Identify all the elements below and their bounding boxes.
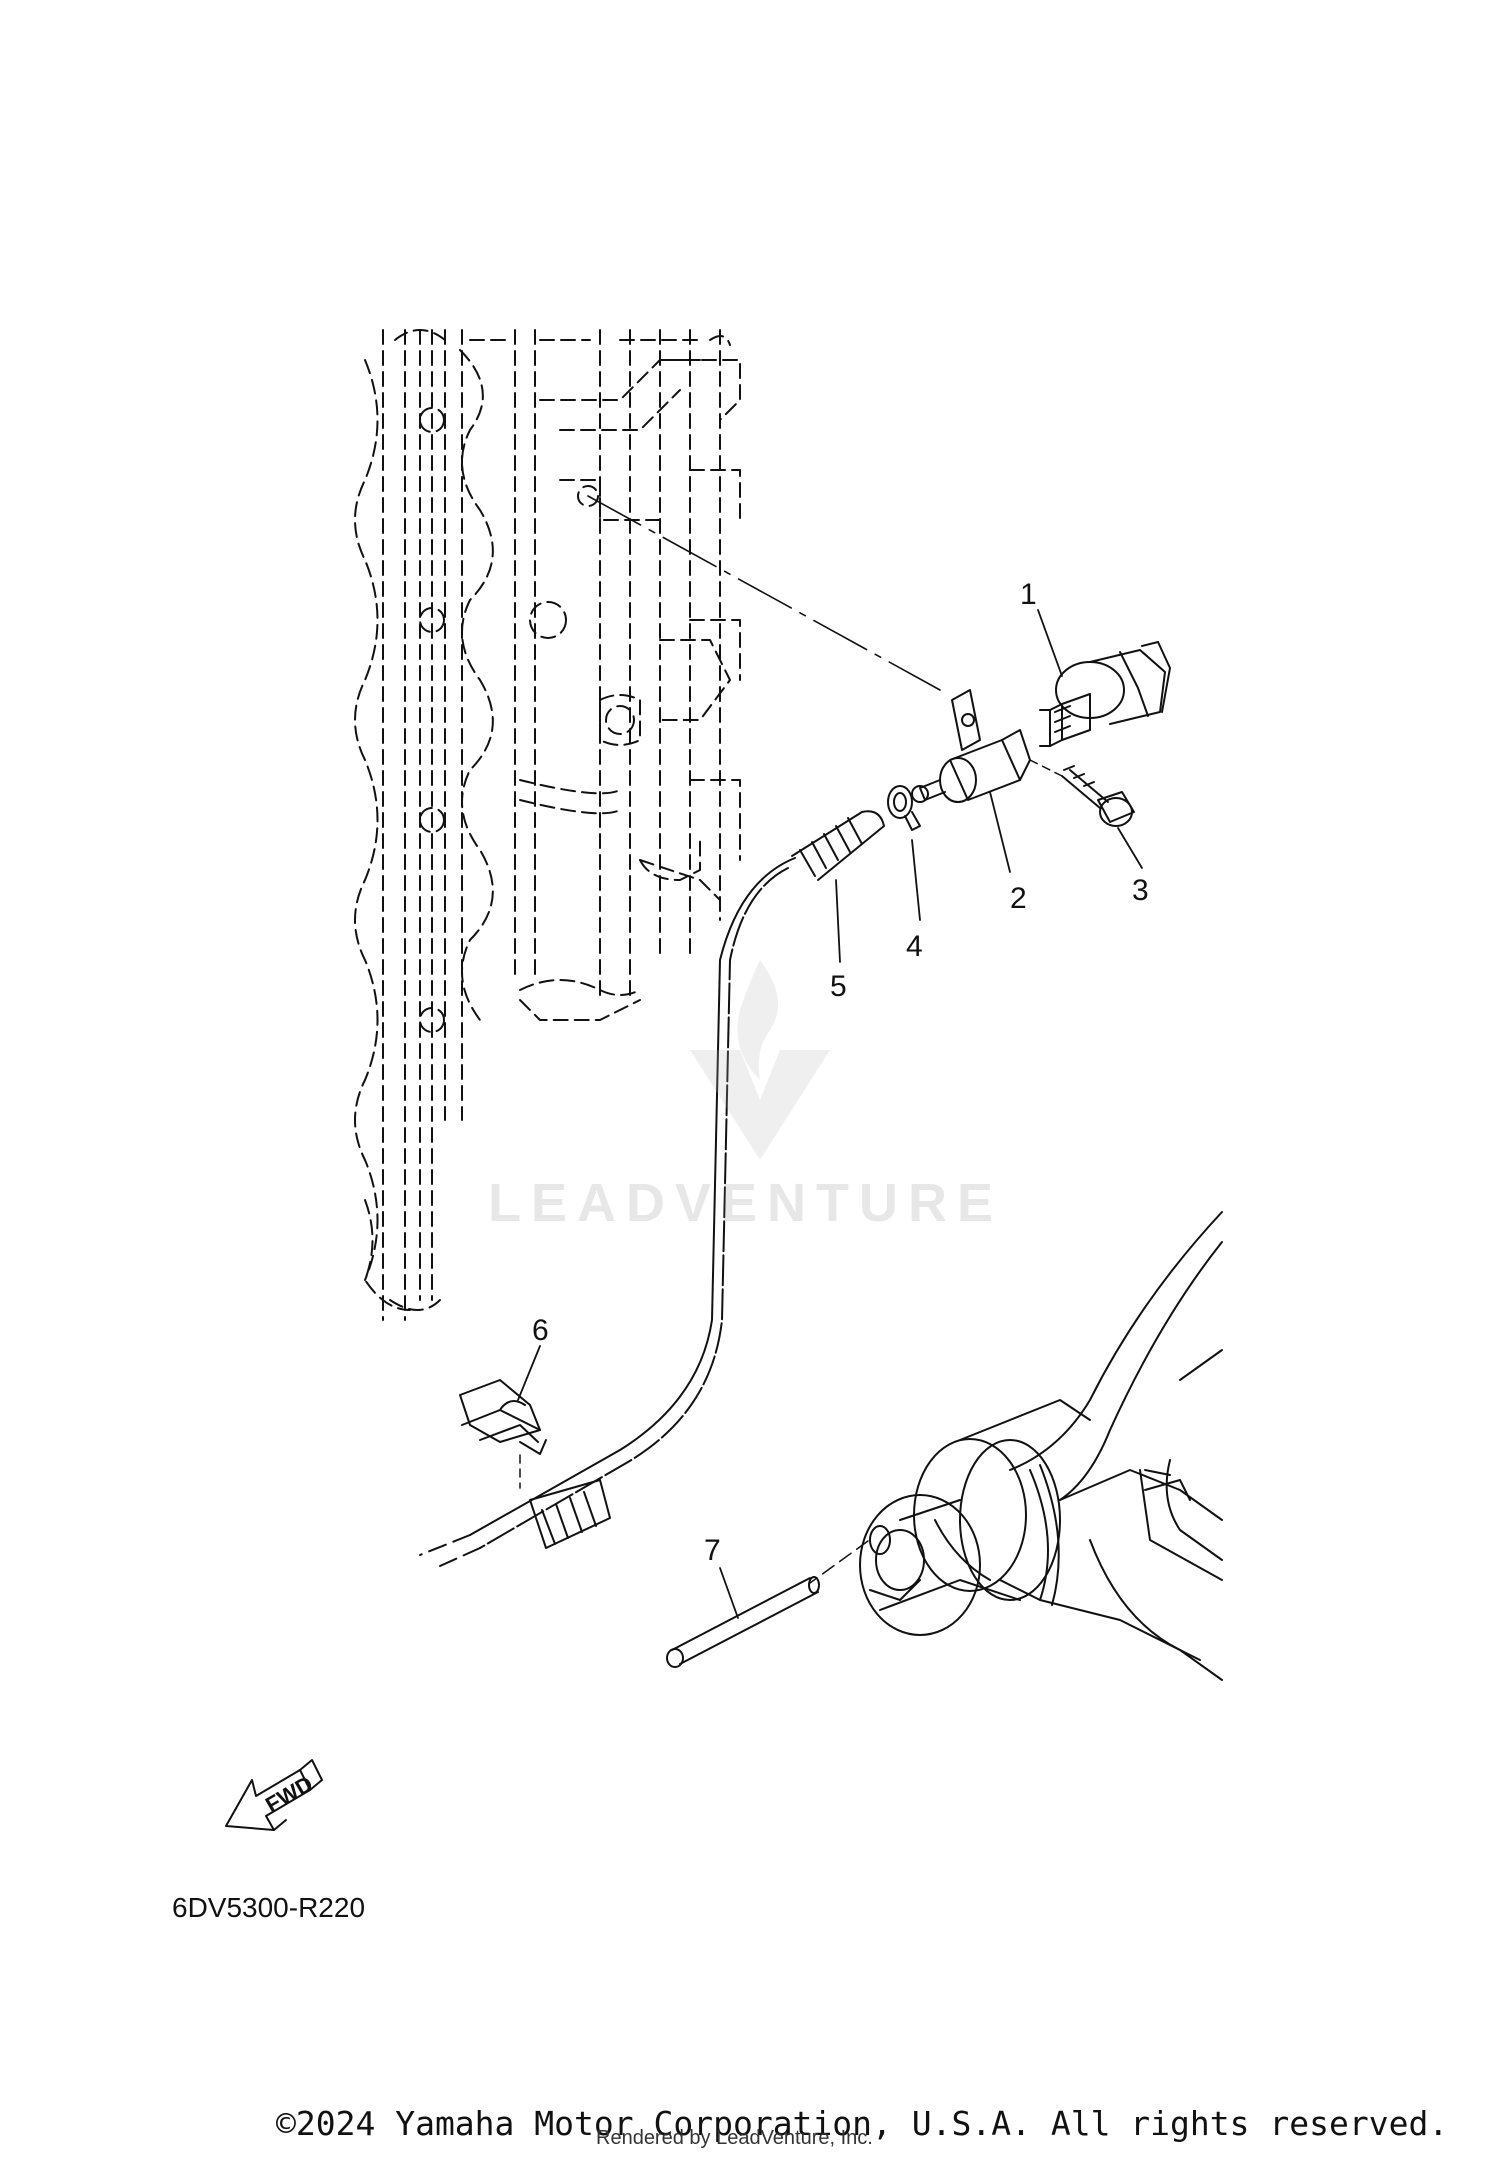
watermark-logo	[690, 960, 830, 1160]
leader-line-pin	[809, 1540, 869, 1584]
part-4-hose-clamp	[887, 785, 921, 831]
callout-5: 5	[830, 970, 847, 1003]
callout-7: 7	[704, 1534, 721, 1567]
watermark-text: LEADVENTURE	[488, 1173, 1004, 1233]
callout-3: 3	[1132, 874, 1149, 907]
fwd-label: FWD	[261, 1771, 317, 1818]
leader-line-bolt	[1029, 759, 1063, 777]
part-5-hose	[419, 810, 885, 1567]
engine-block-outline	[354, 329, 741, 1321]
diagram-code: 6DV5300-R220	[172, 1892, 366, 1923]
callout-4: 4	[906, 930, 923, 963]
leader-line-bracket	[587, 495, 941, 691]
part-3-bolt	[1061, 765, 1135, 827]
lower-unit-housing	[859, 1211, 1223, 1681]
callout-6: 6	[532, 1314, 549, 1347]
callout-2: 2	[1010, 882, 1027, 915]
part-7-pin	[666, 1576, 820, 1668]
part-2-adapter	[911, 689, 1031, 803]
callout-1: 1	[1020, 578, 1037, 611]
rendered-by-notice: Rendered by LeadVenture, Inc.	[596, 2127, 873, 2149]
callout-leaders	[517, 609, 1143, 1619]
copyright-notice: ©2024 Yamaha Motor Corporation, U.S.A. A…	[276, 2104, 1449, 2143]
part-6-hose-holder	[459, 1379, 547, 1455]
part-1-pressure-sensor	[1039, 641, 1171, 747]
fwd-arrow-icon	[225, 1759, 323, 1831]
